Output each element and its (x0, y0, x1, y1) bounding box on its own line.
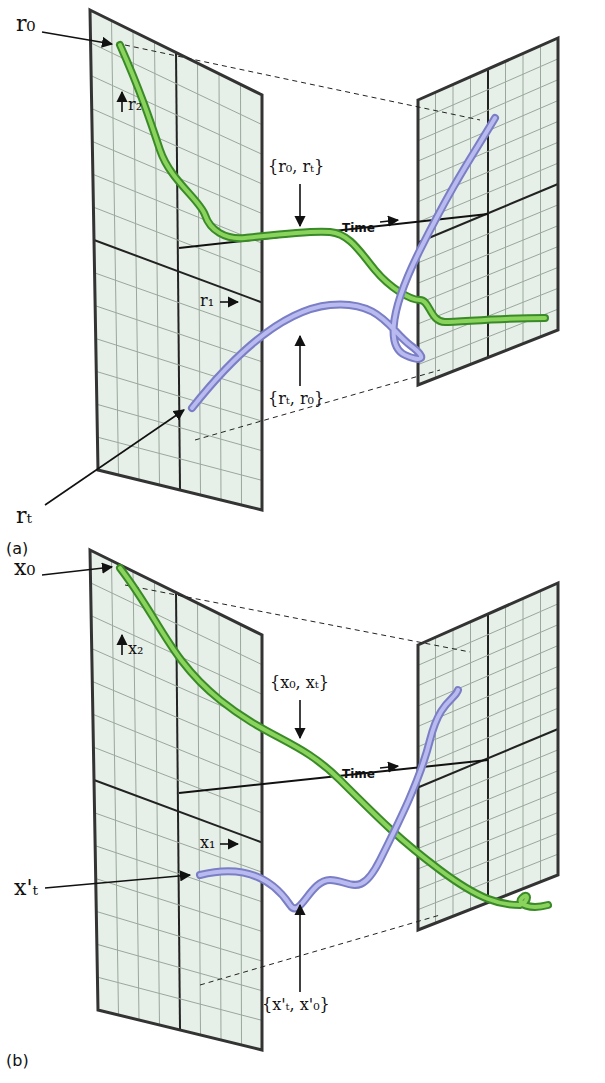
plane (90, 550, 262, 1050)
variable-label: r₁ (200, 292, 214, 310)
grid-line (96, 879, 262, 932)
panel-letter: (b) (6, 1052, 29, 1070)
variable-label: x₁ (200, 834, 215, 852)
trajectory (120, 45, 545, 408)
grid-line (92, 109, 262, 184)
grid-line (94, 240, 262, 303)
variable-label: {x'ₜ, x'₀} (262, 996, 330, 1014)
grid-line (418, 792, 558, 849)
grid-line (418, 833, 558, 889)
variable-label: x₂ (128, 640, 143, 658)
plane-border (90, 10, 262, 510)
variable-label: r₀ (16, 12, 35, 36)
grid-line (96, 339, 262, 392)
axis-label: Time (342, 768, 375, 781)
plane (418, 583, 558, 930)
axis-label: Time (342, 222, 375, 235)
variable-label: {r₀, rₜ} (268, 158, 324, 176)
variable-label: x'ₜ (14, 876, 38, 900)
grid-line (95, 273, 262, 332)
grid-line (96, 911, 262, 961)
plane-border (418, 583, 558, 930)
plane (90, 10, 262, 510)
grid-line (97, 437, 262, 480)
grid-line (418, 625, 558, 686)
variable-label: r₂ (128, 96, 142, 114)
leader-arrow (42, 32, 398, 992)
variable-label: {rₜ, r₀} (268, 390, 324, 408)
grid-line (91, 76, 262, 155)
grid-line (92, 681, 262, 753)
panel-letter: (a) (6, 540, 28, 558)
grid-line (418, 247, 558, 304)
variable-label: {x₀, xₜ} (270, 674, 329, 692)
grid-line (93, 747, 262, 813)
grid-line (93, 714, 262, 783)
grid-line (95, 813, 262, 872)
grid-line (94, 780, 262, 843)
grid-line (418, 812, 558, 869)
variable-label: rₜ (16, 504, 32, 528)
grid-line (97, 977, 262, 1020)
plane-border (90, 550, 262, 1050)
variable-label: x₀ (14, 556, 35, 580)
trajectory (120, 568, 548, 908)
